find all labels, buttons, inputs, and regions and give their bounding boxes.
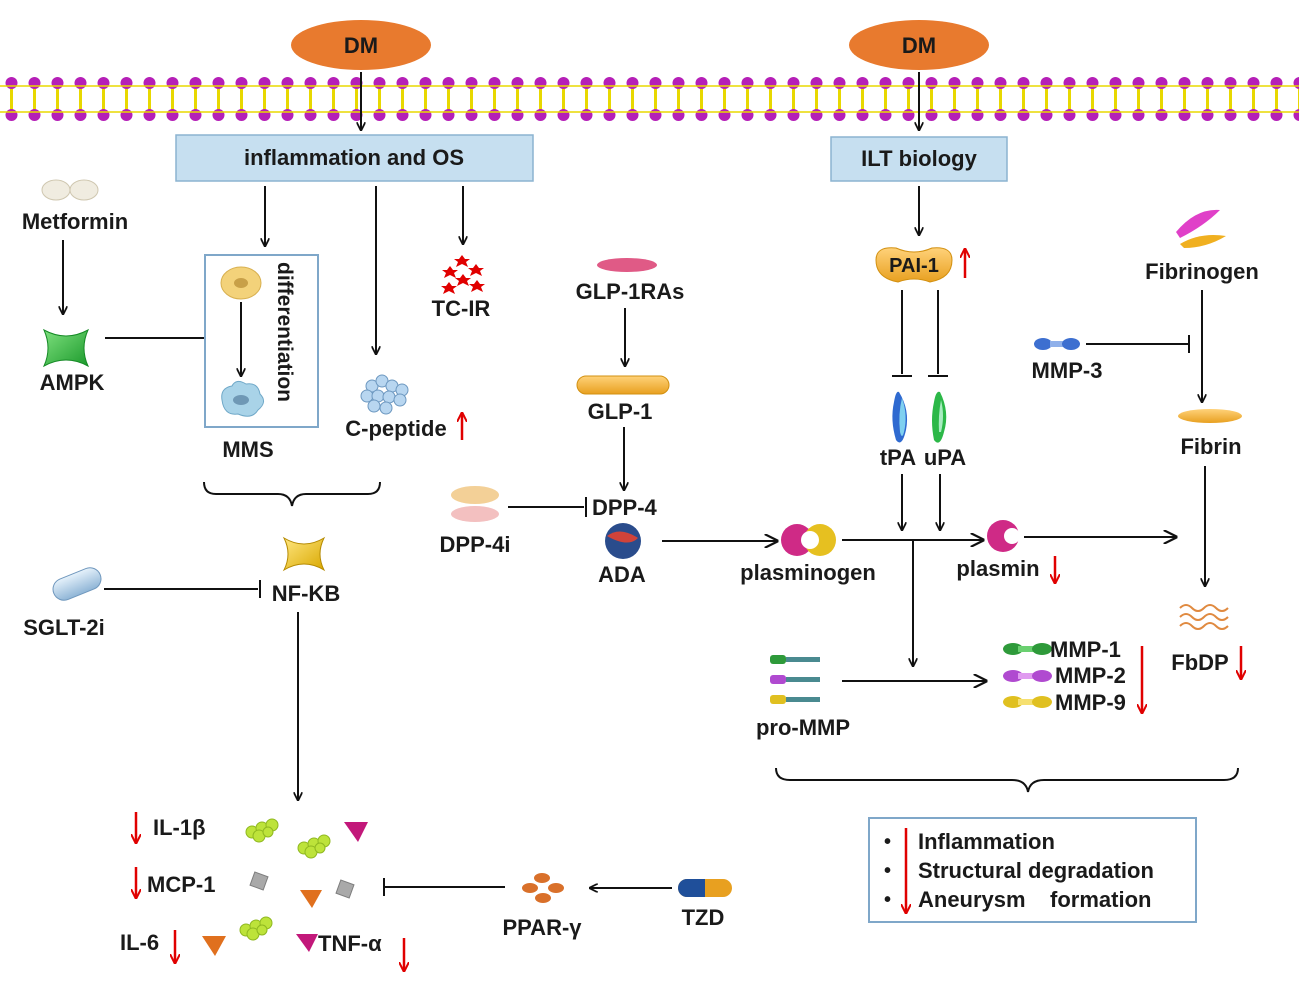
ppar-label: PPAR-γ [502, 915, 582, 940]
inflammation-os-box: inflammation and OS [175, 134, 534, 182]
dm-label-left: DM [344, 33, 378, 58]
mmp2-label: MMP-2 [1055, 663, 1126, 688]
ampk-label: AMPK [40, 370, 105, 395]
tpa-icon [892, 391, 908, 443]
cytokine-orange-cone-icon [202, 936, 226, 956]
ilt-biology-label: ILT biology [861, 146, 977, 171]
plasmin-label: plasmin [956, 556, 1039, 581]
cytokine-gray-square-icon [249, 871, 269, 891]
ampk-icon [42, 328, 90, 368]
ada-label: ADA [598, 562, 646, 587]
tc-ir-label: TC-IR [432, 296, 491, 321]
cytokine-orange-cone-icon [300, 890, 322, 908]
mcp1-label: MCP-1 [147, 872, 215, 897]
sglt2i-label: SGLT-2i [23, 615, 105, 640]
mmp9-label: MMP-9 [1055, 690, 1126, 715]
dpp4i-label: DPP-4i [440, 532, 511, 557]
mmp1-icon [1003, 643, 1052, 655]
upa-icon [932, 391, 947, 443]
cytokine-magenta-cone-icon [344, 822, 368, 842]
dpp4-label: DPP-4 [592, 495, 658, 520]
mms-label: MMS [222, 437, 273, 462]
pro-mmp-label: pro-MMP [756, 715, 850, 740]
metformin-pill-icon [41, 179, 99, 201]
plasminogen-label: plasminogen [740, 560, 876, 585]
cytokine-magenta-cone-icon [296, 934, 318, 952]
outcome-bullet: • [884, 831, 891, 853]
upa-label: uPA [924, 445, 966, 470]
il1b-label: IL-1β [153, 815, 206, 840]
outcome-structural-degradation: Structural degradation [918, 858, 1154, 883]
mmp2-icon [1003, 670, 1052, 682]
sglt2i-pill-icon [52, 567, 102, 601]
cytokine-green-cluster-icon [245, 818, 279, 843]
pai1-label: PAI-1 [889, 255, 939, 277]
ada-icon [605, 523, 641, 559]
mmp1-label: MMP-1 [1050, 637, 1121, 662]
outcome-inflammation: Inflammation [918, 829, 1055, 854]
c-peptide-label: C-peptide [345, 416, 446, 441]
mmp3-icon [1034, 338, 1080, 350]
fibrin-label: Fibrin [1180, 434, 1241, 459]
mms-differentiation-box: differentiation [204, 254, 319, 428]
nfkb-icon [282, 536, 326, 572]
plasminogen-icon [781, 524, 836, 556]
fbdp-icon [1179, 604, 1229, 630]
plasmin-icon [987, 520, 1020, 552]
tzd-label: TZD [682, 905, 725, 930]
glp1-icon [576, 375, 670, 395]
cytokine-green-cluster-icon [239, 916, 273, 941]
fibrinogen-icon [1176, 209, 1226, 248]
mmp9-icon [1003, 696, 1052, 708]
tnfa-label: TNF-α [318, 931, 382, 956]
tpa-label: tPA [880, 445, 916, 470]
glp1ras-label: GLP-1RAs [576, 279, 685, 304]
dm-node-left: DM [291, 20, 431, 70]
differentiation-label: differentiation [273, 262, 296, 402]
outcome-aneurysm-formation: Aneurysm formation [918, 887, 1151, 912]
fbdp-label: FbDP [1171, 650, 1228, 675]
tc-ir-icon [441, 255, 485, 294]
mmp3-label: MMP-3 [1032, 358, 1103, 383]
cytokine-green-cluster-icon [297, 834, 331, 859]
dm-label-right: DM [902, 33, 936, 58]
metformin-label: Metformin [22, 209, 128, 234]
cytokine-gray-square-icon [335, 879, 355, 899]
brace-left [203, 481, 381, 507]
pai1-icon: PAI-1 [875, 247, 953, 283]
c-peptide-icon [360, 374, 409, 415]
dpp4i-icon [451, 486, 499, 522]
glp1-label: GLP-1 [588, 399, 653, 424]
outcome-bullet: • [884, 860, 891, 882]
fibrin-icon [1178, 409, 1242, 423]
inflammation-os-label: inflammation and OS [244, 145, 464, 170]
outcomes-box: • • • Inflammation Structural degradatio… [868, 817, 1197, 923]
il6-label: IL-6 [120, 930, 159, 955]
cell-membrane [0, 76, 1299, 122]
monocyte-cell-icon [220, 266, 262, 300]
nfkb-label: NF-KB [272, 581, 340, 606]
ppar-icon [522, 873, 564, 903]
ilt-biology-box: ILT biology [830, 136, 1008, 182]
outcome-bullet: • [884, 889, 891, 911]
tzd-capsule-icon [678, 879, 732, 897]
glp1ras-icon [597, 258, 657, 272]
dm-node-right: DM [849, 20, 989, 70]
macrophage-cell-icon [221, 380, 264, 417]
brace-right [775, 767, 1239, 793]
pro-mmp-icon [770, 655, 820, 704]
fibrinogen-label: Fibrinogen [1145, 259, 1259, 284]
